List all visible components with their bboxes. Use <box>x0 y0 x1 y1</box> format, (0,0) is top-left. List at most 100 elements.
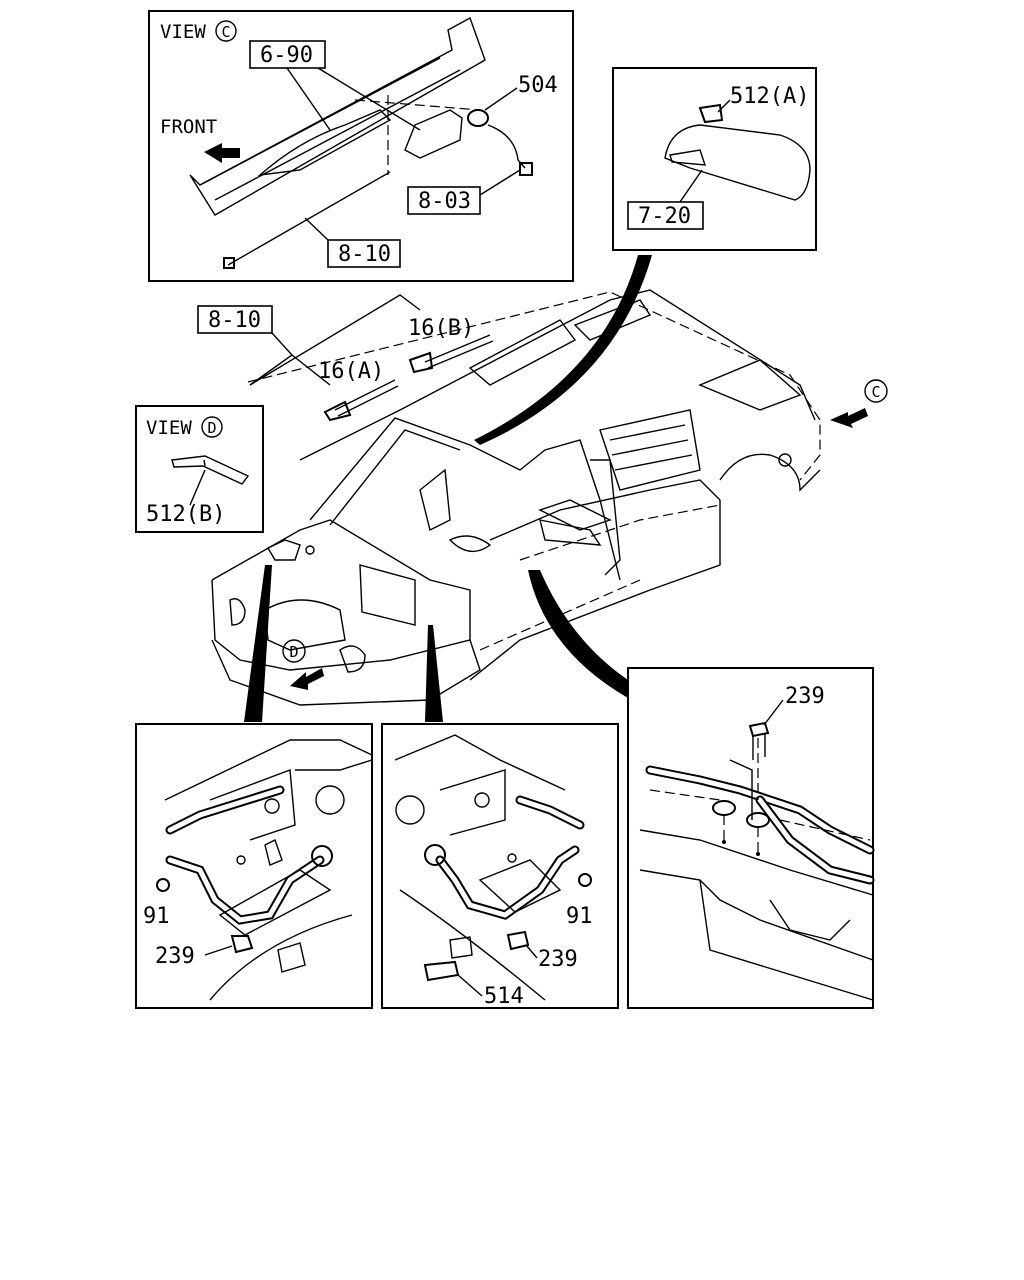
clip-16b-strap-2 <box>427 340 494 369</box>
dl-top-edge <box>295 759 373 771</box>
pointer-detail-left <box>244 565 272 722</box>
view-c-panel: VIEW C FRONT 6-90 504 8-03 8-10 <box>148 10 574 282</box>
dr-terminal-2 <box>746 812 770 828</box>
floor-tunnel <box>538 499 612 531</box>
ref-7-20-box <box>627 201 704 230</box>
clip-512b <box>171 455 250 485</box>
dm-514-leader <box>457 974 483 997</box>
b-pillar-inner <box>590 459 621 576</box>
dr-hole-2 <box>756 852 760 856</box>
front-arrow-icon <box>204 143 240 163</box>
clip-16b-head <box>408 351 434 374</box>
dl-bracket-plate <box>218 869 332 936</box>
dl-grommet <box>311 845 333 867</box>
mirror-mount <box>669 149 707 166</box>
mark-d: D <box>289 643 298 661</box>
vehicle-body <box>211 289 821 706</box>
pointer-detail-right <box>528 570 628 698</box>
front-apron <box>211 519 471 640</box>
dm-inner-panel <box>439 769 506 836</box>
dl-part-239: 239 <box>155 944 195 969</box>
ref-8-10-bracket-top <box>249 294 421 386</box>
ref-8-03-box <box>407 186 481 215</box>
dm-part-514: 514 <box>484 984 524 1009</box>
view-c-title-mark: C <box>221 23 230 41</box>
dm-harness-core <box>437 847 578 918</box>
radiator-support <box>264 599 346 651</box>
clip-16a-head <box>323 400 352 422</box>
bolt-239-mid <box>506 930 530 951</box>
dr-bolt-guides <box>723 815 759 852</box>
detail-right-panel: 239 <box>627 667 875 1009</box>
fuel-tank-area <box>539 519 602 546</box>
mark-c: C <box>871 383 880 401</box>
harness-clip-front <box>267 539 301 561</box>
ref-7-20: 7-20 <box>638 204 691 229</box>
ref-8-10-box-top <box>327 239 401 268</box>
dr-floor-dash <box>649 789 871 841</box>
ref-6-90-leaders <box>286 67 421 131</box>
ref-8-03: 8-03 <box>418 189 471 214</box>
mark-c-circle <box>864 379 888 403</box>
dr-floor-recess <box>769 899 851 941</box>
dm-part-239: 239 <box>538 947 578 972</box>
dl-fender-curve <box>209 914 353 1001</box>
rear-wheel-arch <box>719 453 821 492</box>
rear-floor-pan <box>599 409 701 491</box>
bolt-239-right-shank <box>752 733 766 760</box>
bolt-239-right-head <box>748 721 770 738</box>
cowl-bracket <box>419 468 451 532</box>
part-512a-leader <box>717 99 731 113</box>
rear-fuel-cap <box>778 453 792 467</box>
dr-terminal-1 <box>712 800 736 816</box>
dl-part-91: 91 <box>143 904 170 929</box>
dr-harness-core <box>647 767 873 853</box>
nut-91-mid <box>578 873 592 887</box>
windshield-inner <box>329 429 461 526</box>
grommet-504 <box>467 109 489 127</box>
clip-16b-strap <box>424 334 491 363</box>
front-label: FRONT <box>160 116 217 138</box>
dl-hole-1 <box>264 798 280 814</box>
bolt-239-left <box>230 935 254 954</box>
dl-inner-panel <box>209 769 296 841</box>
view-d-arrow-icon <box>290 668 324 690</box>
dl-connector <box>264 839 283 866</box>
detail-mid-panel: 91 239 514 <box>381 723 619 1009</box>
dr-239-leader <box>763 699 784 726</box>
nut-91-left <box>156 878 170 892</box>
roof-outline <box>247 291 821 481</box>
dl-nut-hole <box>236 855 246 865</box>
dm-239-leader <box>525 944 538 959</box>
clip-16a-strap <box>334 379 396 411</box>
dl-239-leader <box>204 945 233 956</box>
view-512a-panel: 512(A) 7-20 <box>612 67 817 251</box>
dr-floor-edge-3 <box>699 879 874 1001</box>
headlamp-right <box>339 645 366 673</box>
main-labels: 8-10 16(B) 16(A) C D <box>197 294 888 690</box>
dr-harness <box>645 765 875 855</box>
pointer-512a <box>474 255 652 445</box>
dl-label-plate <box>277 942 306 973</box>
view-d-panel: VIEW D 512(B) <box>135 405 264 533</box>
floor-ribs <box>609 424 693 471</box>
dl-harness-core <box>167 857 323 923</box>
roof-rail <box>299 289 816 461</box>
part-512b-leader <box>189 469 206 506</box>
rocker-sill <box>469 500 721 681</box>
floor-hole <box>448 535 492 553</box>
dm-hole-2 <box>474 792 490 808</box>
ref-8-10-bracket-left <box>249 332 294 386</box>
front-door-window <box>468 319 577 386</box>
dash-panel-box <box>359 564 416 626</box>
dr-floor-edge-1 <box>639 829 874 896</box>
wire-504 <box>487 124 526 169</box>
view-c-arrow-icon <box>830 408 868 428</box>
dl-top-panel <box>164 739 373 801</box>
clip-16a-strap-2 <box>337 385 399 417</box>
detail-left-panel: 91 239 <box>135 723 373 1009</box>
floor-line-2 <box>519 504 721 561</box>
sill-edges <box>199 57 461 201</box>
dl-hole-2 <box>315 785 345 815</box>
windshield-frame <box>309 417 521 521</box>
